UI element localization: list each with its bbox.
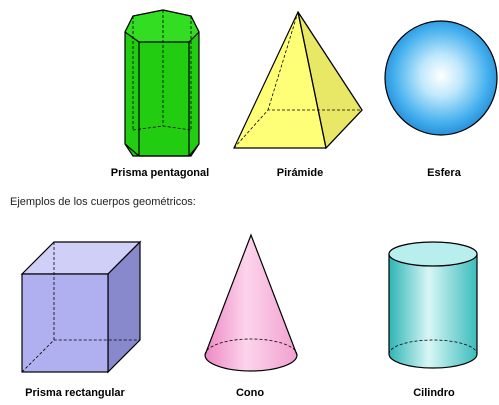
piramide-label: Pirámide [276,167,324,179]
cylinder-figure [388,241,478,369]
cono-label: Cono [235,387,265,399]
esfera-label: Esfera [427,167,461,179]
prisma-pentagonal-label: Prisma pentagonal [110,167,210,179]
prisma-rectangular-label: Prisma rectangular [25,387,125,399]
cone-figure [204,233,298,372]
rectangular-prism-figure [20,240,142,374]
cilindro-label: Cilindro [413,387,455,399]
sphere-figure [384,20,498,136]
pentagonal-prism-figure [124,9,200,157]
caption-text: Ejemplos de los cuerpos geométricos: [10,196,196,208]
pyramid-figure [233,10,363,150]
